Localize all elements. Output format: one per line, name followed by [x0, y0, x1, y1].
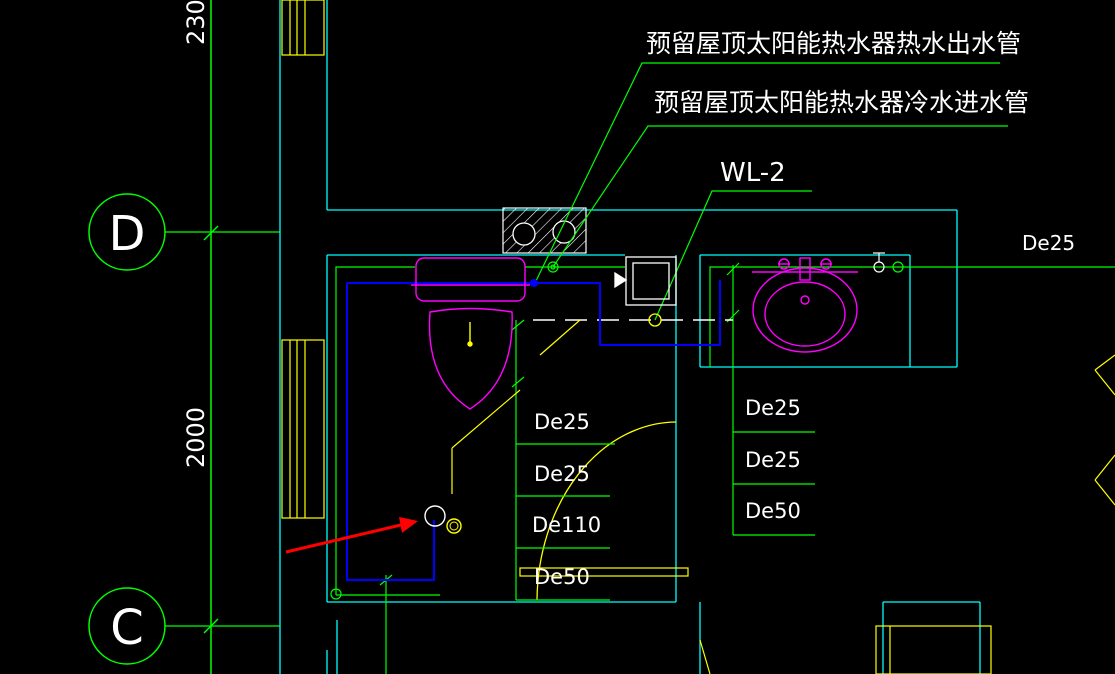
- wash-basin: [752, 257, 858, 353]
- label-right-2: De25: [745, 448, 801, 472]
- label-left-2: De25: [534, 462, 590, 486]
- axis-label-d: D: [109, 206, 146, 262]
- dimension-top: 230: [182, 0, 210, 45]
- red-arrow: [285, 517, 418, 554]
- note-riser: WL-2: [720, 158, 786, 188]
- cold-water-pipe: [346, 279, 721, 581]
- label-left-4: De50: [534, 565, 590, 589]
- note-hot-outlet: 预留屋顶太阳能热水器热水出水管: [646, 29, 1021, 58]
- leader-lines: [534, 62, 1008, 321]
- label-right-3: De50: [745, 499, 801, 523]
- pipe-shaft: [502, 207, 587, 254]
- axis-bubble-c: C: [88, 587, 280, 665]
- window-jambs: [281, 0, 1115, 674]
- label-left-1: De25: [534, 410, 590, 434]
- axis-bubble-d: D: [88, 193, 280, 271]
- diagonal-guides: [451, 319, 581, 494]
- room-outlines: [330, 261, 1115, 674]
- toilet-fixture: [411, 257, 530, 410]
- label-left-3: De110: [532, 513, 601, 537]
- axis-label-c: C: [110, 600, 144, 656]
- label-right-far: De25: [1022, 231, 1075, 255]
- dimension-line: [203, 0, 219, 674]
- dimension-middle: 2000: [182, 407, 210, 468]
- floor-drain: [424, 505, 462, 534]
- label-right-1: De25: [745, 396, 801, 420]
- note-cold-inlet: 预留屋顶太阳能热水器冷水进水管: [654, 88, 1029, 117]
- walls: [279, 0, 981, 674]
- door-swing-arc: [536, 421, 677, 601]
- riser-box: [614, 256, 677, 327]
- basin-valve: [873, 252, 885, 273]
